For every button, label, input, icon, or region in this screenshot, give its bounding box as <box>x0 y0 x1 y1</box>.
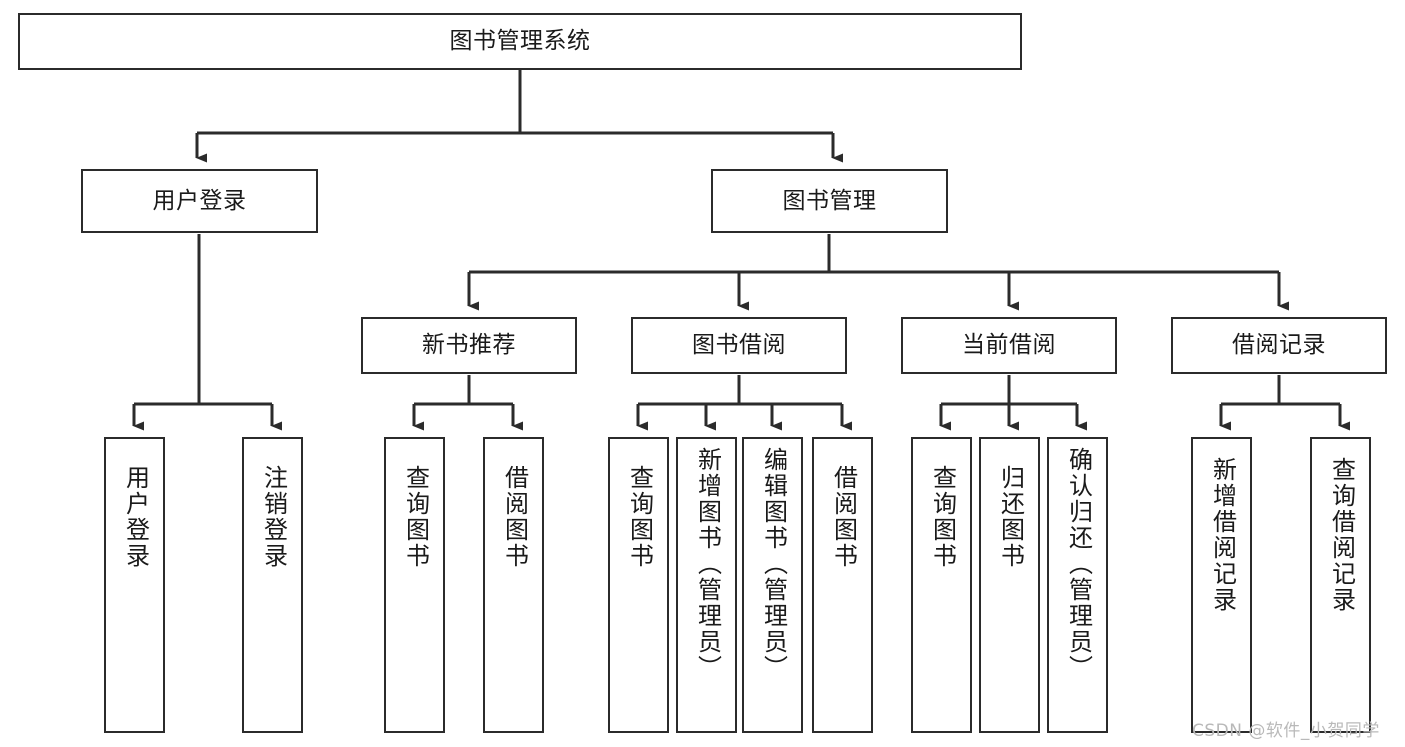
node-leaf-query-book-2-label: 查询图书 <box>625 465 654 569</box>
node-leaf-query-book-1-label: 查询图书 <box>401 465 430 569</box>
node-leaf-borrow-book-2[interactable]: 借阅图书 <box>812 437 873 733</box>
node-book-manage[interactable]: 图书管理 <box>711 169 948 233</box>
node-user-login[interactable]: 用户登录 <box>81 169 318 233</box>
node-leaf-confirm-return-label: 确认归还（管理员） <box>1064 447 1093 681</box>
node-new-book-recommend[interactable]: 新书推荐 <box>361 317 577 374</box>
node-leaf-edit-book[interactable]: 编辑图书（管理员） <box>742 437 803 733</box>
csdn-watermark: CSDN @软件_小贺同学 <box>1192 721 1380 741</box>
node-leaf-user-login[interactable]: 用户登录 <box>104 437 165 733</box>
node-leaf-borrow-book-1-label: 借阅图书 <box>500 465 529 569</box>
node-leaf-query-book-3-label: 查询图书 <box>928 465 957 569</box>
node-current-borrow[interactable]: 当前借阅 <box>901 317 1117 374</box>
node-root[interactable]: 图书管理系统 <box>18 13 1022 70</box>
node-leaf-return-book[interactable]: 归还图书 <box>979 437 1040 733</box>
node-root-label: 图书管理系统 <box>449 28 591 55</box>
node-book-borrow-label: 图书借阅 <box>692 332 786 359</box>
node-leaf-query-record[interactable]: 查询借阅记录 <box>1310 437 1371 733</box>
node-leaf-user-logout[interactable]: 注销登录 <box>242 437 303 733</box>
node-leaf-user-login-label: 用户登录 <box>121 465 150 569</box>
node-leaf-query-book-1[interactable]: 查询图书 <box>384 437 445 733</box>
node-leaf-add-book[interactable]: 新增图书（管理员） <box>676 437 737 733</box>
node-leaf-add-book-label: 新增图书（管理员） <box>693 447 722 681</box>
node-leaf-query-record-label: 查询借阅记录 <box>1327 457 1356 613</box>
node-leaf-add-record[interactable]: 新增借阅记录 <box>1191 437 1252 733</box>
node-leaf-confirm-return[interactable]: 确认归还（管理员） <box>1047 437 1108 733</box>
node-user-login-label: 用户登录 <box>152 187 247 214</box>
node-book-borrow[interactable]: 图书借阅 <box>631 317 847 374</box>
node-current-borrow-label: 当前借阅 <box>962 332 1056 359</box>
node-leaf-return-book-label: 归还图书 <box>996 465 1025 569</box>
node-leaf-query-book-2[interactable]: 查询图书 <box>608 437 669 733</box>
node-borrow-record-label: 借阅记录 <box>1232 332 1326 359</box>
node-leaf-query-book-3[interactable]: 查询图书 <box>911 437 972 733</box>
node-leaf-user-logout-label: 注销登录 <box>259 465 288 569</box>
node-leaf-borrow-book-2-label: 借阅图书 <box>829 465 858 569</box>
node-book-manage-label: 图书管理 <box>782 187 877 214</box>
node-leaf-add-record-label: 新增借阅记录 <box>1208 457 1237 613</box>
node-leaf-edit-book-label: 编辑图书（管理员） <box>759 447 788 681</box>
node-borrow-record[interactable]: 借阅记录 <box>1171 317 1387 374</box>
node-leaf-borrow-book-1[interactable]: 借阅图书 <box>483 437 544 733</box>
node-new-book-recommend-label: 新书推荐 <box>422 332 516 359</box>
